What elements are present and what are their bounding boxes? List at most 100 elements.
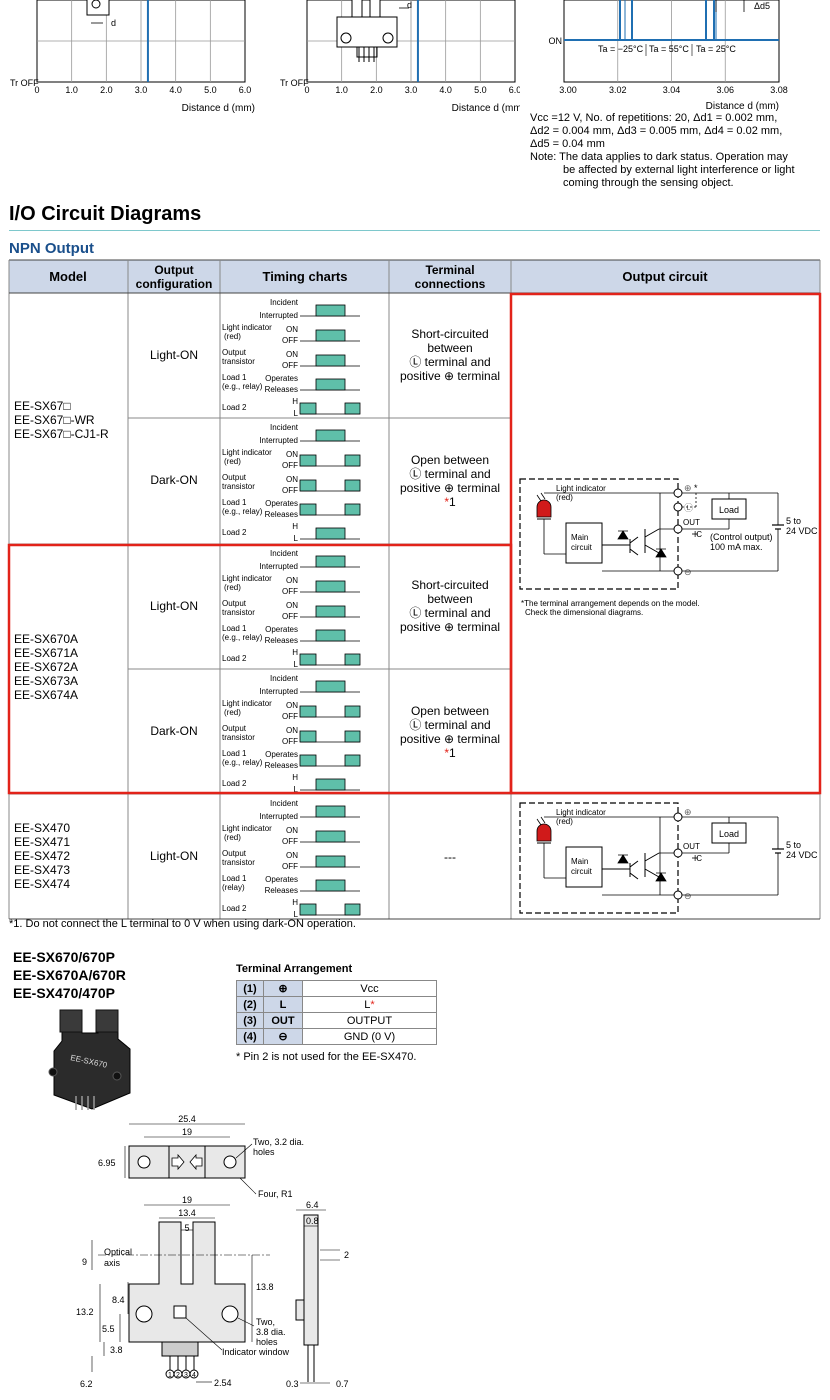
pin-circle — [189, 1369, 199, 1379]
timing-label: L — [294, 409, 299, 418]
timing-label: Output — [222, 849, 247, 858]
sensor-hole — [91, 0, 101, 9]
note-line: Vcc =12 V, No. of repetitions: 20, Δd1 =… — [530, 112, 778, 124]
axis-label: Distance d (mm) — [452, 103, 520, 114]
terminal-minus — [673, 566, 683, 576]
circuit-label: 5 to — [786, 840, 801, 850]
timing-label: L — [294, 534, 299, 543]
circuit-frame — [519, 802, 679, 914]
dim-text: 6.4 — [306, 1200, 319, 1210]
header-circuit: Output circuit — [622, 269, 708, 284]
timing-pulse — [315, 378, 346, 391]
dim-text: 9 — [82, 1257, 87, 1267]
timing-pulse — [315, 855, 346, 868]
circuit-label: OUT — [683, 842, 700, 851]
tick-label: 3.06 — [716, 85, 734, 95]
timing-label: ON — [286, 851, 298, 860]
timing-label: Load 1 — [222, 624, 247, 633]
product-photo — [53, 1012, 131, 1110]
note-line: coming through the sensing object. — [563, 177, 734, 189]
timing-label: Output — [222, 599, 247, 608]
terminal-minus — [673, 890, 683, 900]
timing-pulse — [344, 479, 361, 492]
terminal-note: *1 — [444, 495, 456, 509]
timing-label: H — [292, 648, 298, 657]
pin-number: 4 — [192, 1372, 196, 1379]
tick-label: 1.0 — [65, 85, 78, 95]
footnote: *1. Do not connect the L terminal to 0 V… — [9, 918, 356, 930]
timing-label: (e.g., relay) — [222, 382, 263, 391]
terminal-text: between — [427, 592, 472, 606]
output-config: Dark-ON — [150, 473, 197, 487]
timing-label: OFF — [282, 862, 298, 871]
table-row: (1)⊕Vcc — [236, 980, 437, 997]
timing-label: Releases — [265, 510, 298, 519]
led-icon — [536, 823, 552, 842]
terminal-plus — [673, 488, 683, 498]
product-arms — [59, 1009, 119, 1033]
temp-label: Ta = 55°C — [649, 44, 689, 54]
timing-label: Load 2 — [222, 904, 247, 913]
timing-pulse — [344, 503, 361, 516]
diode-icon — [655, 872, 667, 882]
timing-label: Output — [222, 348, 247, 357]
product-model: EE-SX470/470P — [13, 985, 115, 1001]
timing-pulse — [315, 605, 346, 618]
dim-text: 2.54 — [214, 1378, 232, 1388]
dim-text: 19 — [182, 1195, 192, 1205]
circuit-label: * — [694, 483, 698, 493]
timing-label: Incident — [270, 799, 299, 808]
table-row: (4)⊖GND (0 V) — [236, 1028, 437, 1045]
dim-text: Optical — [104, 1247, 132, 1257]
timing-label: ON — [286, 450, 298, 459]
timing-label: Operates — [265, 625, 298, 634]
dim-text: 2 — [344, 1250, 349, 1260]
timing-pulse — [344, 402, 361, 415]
timing-label: Output — [222, 473, 247, 482]
timing-label: (red) — [224, 583, 241, 592]
circuit-frame — [519, 478, 679, 590]
dim-text: 8.4 — [112, 1295, 125, 1305]
timing-label: ON — [286, 601, 298, 610]
timing-label: ON — [286, 325, 298, 334]
timing-label: Operates — [265, 374, 298, 383]
timing-pulse — [315, 304, 346, 317]
tick-label: 0 — [34, 85, 39, 95]
sensor-arm — [369, 0, 381, 18]
circuit-label: 24 VDC — [786, 526, 818, 536]
output-config: Dark-ON — [150, 724, 197, 738]
timing-label: ON — [286, 350, 298, 359]
subsection-title: NPN Output — [9, 240, 94, 257]
tick-label: 3.08 — [770, 85, 788, 95]
timing-label: Releases — [265, 636, 298, 645]
transistor-icon — [644, 528, 660, 554]
circuit-label: IC — [694, 530, 702, 539]
timing-label: Operates — [265, 750, 298, 759]
dim-text: 13.4 — [178, 1208, 196, 1218]
circuit-label: Load — [719, 505, 739, 515]
timing-label: Load 1 — [222, 498, 247, 507]
timing-label: Incident — [270, 423, 299, 432]
timing-label: ON — [286, 475, 298, 484]
timing-label: OFF — [282, 737, 298, 746]
dim-text: 6.95 — [98, 1158, 116, 1168]
timing-pulse — [344, 653, 361, 666]
dim-text: 0.3 — [286, 1379, 299, 1389]
timing-pulse — [315, 830, 346, 843]
timing-pulse — [299, 705, 317, 718]
header-timing: Timing charts — [262, 269, 347, 284]
tick-label: 6.0 — [509, 85, 520, 95]
terminal-text: Ⓛ terminal and — [409, 606, 490, 620]
timing-label: Load 2 — [222, 528, 247, 537]
circuit-label: ⊖ — [684, 567, 692, 577]
circuit-label: Main — [571, 857, 588, 866]
terminal-out — [673, 848, 683, 858]
top-hole — [223, 1155, 237, 1169]
pin-number: (1) — [236, 980, 264, 997]
terminal-arrangement-title: Terminal Arrangement — [236, 963, 353, 975]
timing-label: OFF — [282, 336, 298, 345]
terminal-text: Ⓛ terminal and — [409, 467, 490, 481]
circuit-note: *The terminal arrangement depends on the… — [521, 599, 700, 608]
tick-label: 6.0 — [239, 85, 252, 95]
